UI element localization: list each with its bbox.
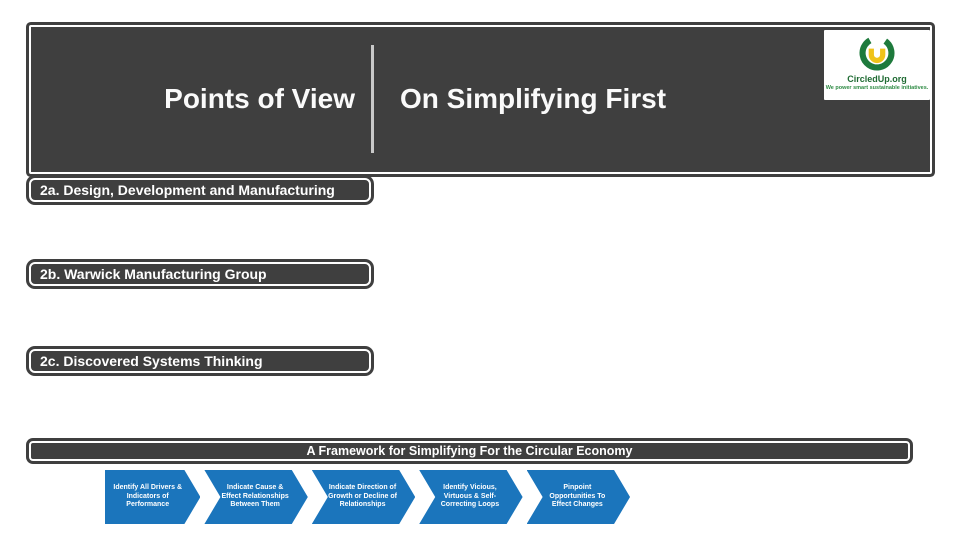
process-chevron-strip: Identify All Drivers & Indicators of Per… [105,470,630,524]
process-step-2-label: Indicate Cause & Effect Relationships Be… [221,484,289,509]
circledup-logo-card: CircledUp.org We power smart sustainable… [824,30,930,100]
circledup-cu-monogram-icon [859,35,895,71]
slide-title-right: On Simplifying First [400,83,667,114]
process-step-5: Pinpoint Opportunities To Effect Changes [527,470,630,524]
bullet-bar-2a: 2a. Design, Development and Manufacturin… [29,178,371,202]
bullet-2b-label: 2b. Warwick Manufacturing Group [40,266,267,282]
process-step-3: Indicate Direction of Growth or Decline … [312,470,415,524]
bullet-bar-2b: 2b. Warwick Manufacturing Group [29,262,371,286]
process-step-1-label: Identify All Drivers & Indicators of Per… [113,484,182,509]
process-step-4-label: Identify Vicious, Virtuous & Self-Correc… [440,484,500,509]
bullet-2a-label: 2a. Design, Development and Manufacturin… [40,182,335,198]
process-step-3-label: Indicate Direction of Growth or Decline … [328,484,397,509]
slide-header-panel [29,25,932,174]
bullet-2c-label: 2c. Discovered Systems Thinking [40,353,263,369]
process-step-4: Identify Vicious, Virtuous & Self-Correc… [419,470,522,524]
process-step-2: Indicate Cause & Effect Relationships Be… [204,470,307,524]
logo-tagline-text: We power smart sustainable initiatives. [825,85,929,91]
slide-title-left: Points of View [164,83,355,114]
process-step-1: Identify All Drivers & Indicators of Per… [105,470,200,524]
logo-name-text: CircledUp.org [847,74,907,84]
title-divider-line [371,45,374,153]
bullet-bar-2c: 2c. Discovered Systems Thinking [29,349,371,373]
framework-banner: A Framework for Simplifying For the Circ… [29,441,910,461]
process-step-5-label: Pinpoint Opportunities To Effect Changes [549,484,606,509]
framework-banner-label: A Framework for Simplifying For the Circ… [306,444,633,458]
